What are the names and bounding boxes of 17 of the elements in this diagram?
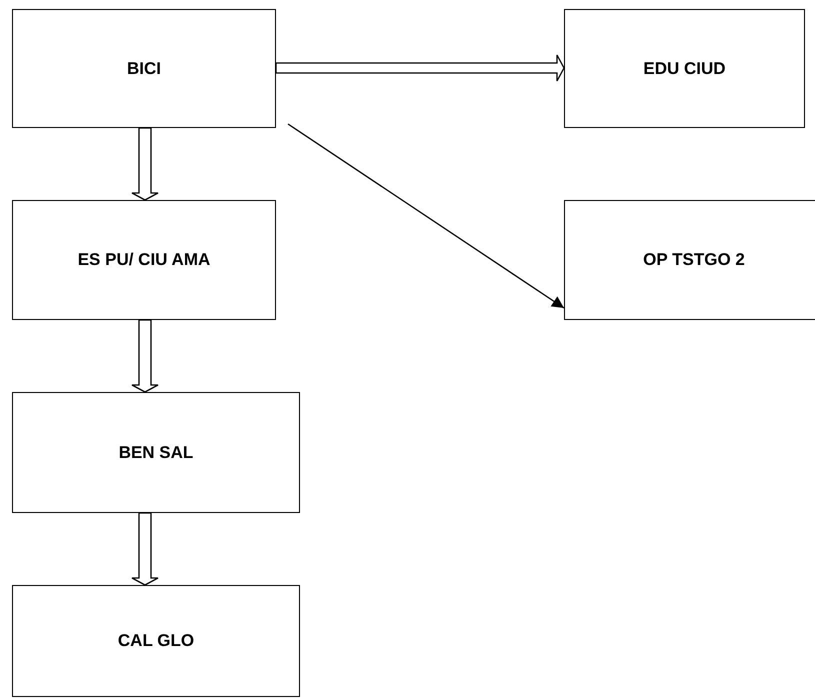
box-label: BICI [127,58,161,78]
box-label: BEN SAL [118,442,194,462]
hollow-arrow [131,512,159,586]
process-box [12,585,300,697]
hollow-arrow [275,54,565,82]
hollow-arrow [131,127,159,201]
box-label: EDU CIUD [643,58,726,78]
box-label: ES PU/ CIU AMA [78,250,210,270]
process-box [12,9,276,128]
process-box [12,200,276,320]
box-label: CAL GLO [118,631,194,651]
box-label: OP TSTGO 2 [643,250,745,270]
process-box [564,9,805,128]
process-box [12,392,300,513]
arrow [288,123,564,309]
hollow-arrow [131,319,159,393]
process-box [564,200,815,320]
